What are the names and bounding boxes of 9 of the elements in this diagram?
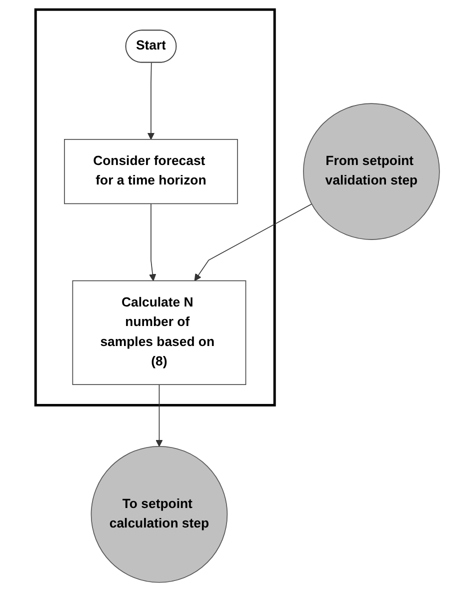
node-circle: From setpoint validation step — [304, 103, 440, 240]
arrow — [156, 384, 164, 447]
arrow — [148, 62, 156, 140]
node-circle: To setpoint calculation step — [91, 446, 228, 583]
node-box: Consider forecast for a time horizon — [64, 138, 238, 204]
arrow — [149, 203, 157, 282]
arrow — [194, 204, 313, 282]
cluster — [34, 8, 276, 406]
node-box: Calculate N number of samples based on (8) — [72, 280, 247, 385]
